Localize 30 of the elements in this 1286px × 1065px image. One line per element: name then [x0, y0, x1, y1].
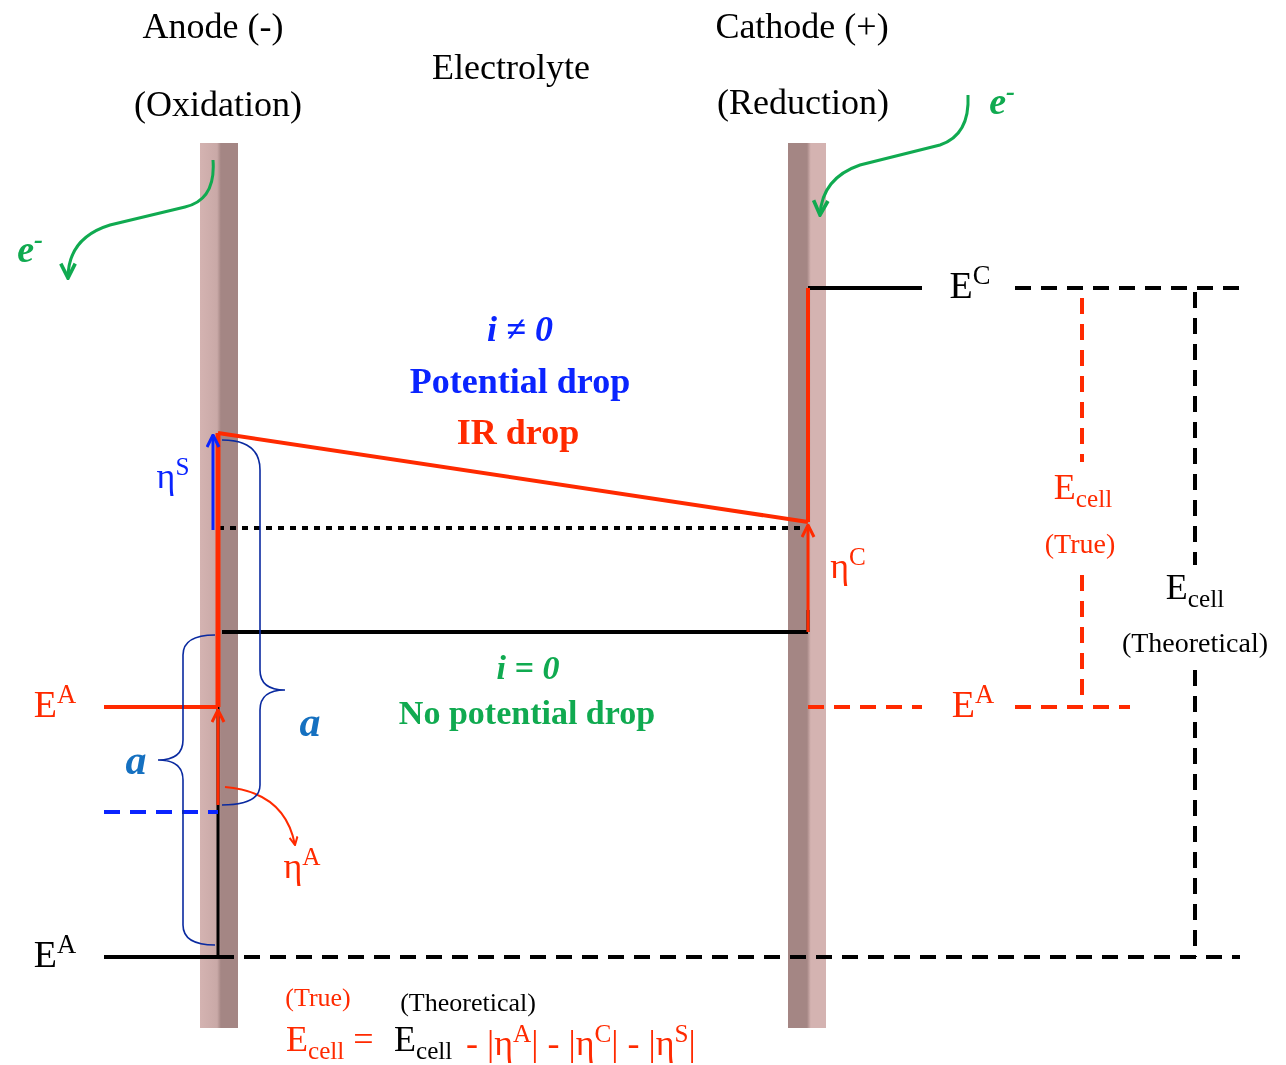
cell-voltage-qualifier: (True)	[1044, 528, 1116, 560]
cell-voltage-qualifier: (Theoretical)	[1121, 627, 1269, 659]
overpotential-label: η$^{S}$	[156, 453, 190, 497]
equation-term: - |η$^{A}$| - |η$^{C}$| - |η$^{S}$|	[466, 1020, 696, 1064]
cell-voltage-label: E$_{cell}$	[1053, 467, 1113, 513]
brace-label: a	[125, 736, 147, 784]
current-condition-label: i = 0	[496, 649, 560, 687]
annotation-text: No potential drop	[398, 694, 656, 732]
electrode-heading: Anode (-)	[142, 7, 284, 47]
brace-label: a	[299, 698, 321, 746]
potential-level-label: E$^{A}$	[33, 680, 77, 726]
annotation-text: IR drop	[456, 413, 580, 453]
overpotential-label: η$^{A}$	[283, 843, 321, 887]
region-heading: Electrolyte	[432, 48, 590, 88]
equation-qualifier: (Theoretical)	[400, 988, 536, 1018]
equation-qualifier: (True)	[285, 983, 351, 1013]
electrode-heading: (Oxidation)	[134, 85, 302, 125]
potential-level-label: E$^{A}$	[33, 930, 77, 976]
electrode-heading: (Reduction)	[717, 83, 889, 123]
equation-term: E$_{cell}$ =	[286, 1019, 374, 1065]
current-condition-label: i ≠ 0	[487, 310, 553, 350]
potential-level-label: E$^{C}$	[949, 261, 991, 307]
electron-symbol: e$^{-}$	[989, 77, 1015, 123]
potential-level-label: E$^{A}$	[951, 680, 995, 726]
annotation-text: Potential drop	[409, 362, 631, 402]
electron-symbol: e$^{-}$	[17, 225, 43, 271]
electrode-heading: Cathode (+)	[715, 7, 889, 47]
cell-voltage-label: E$_{cell}$	[1165, 567, 1225, 613]
overpotential-label: η$^{C}$	[830, 543, 866, 587]
equation-term: E$_{cell}$	[394, 1019, 453, 1065]
